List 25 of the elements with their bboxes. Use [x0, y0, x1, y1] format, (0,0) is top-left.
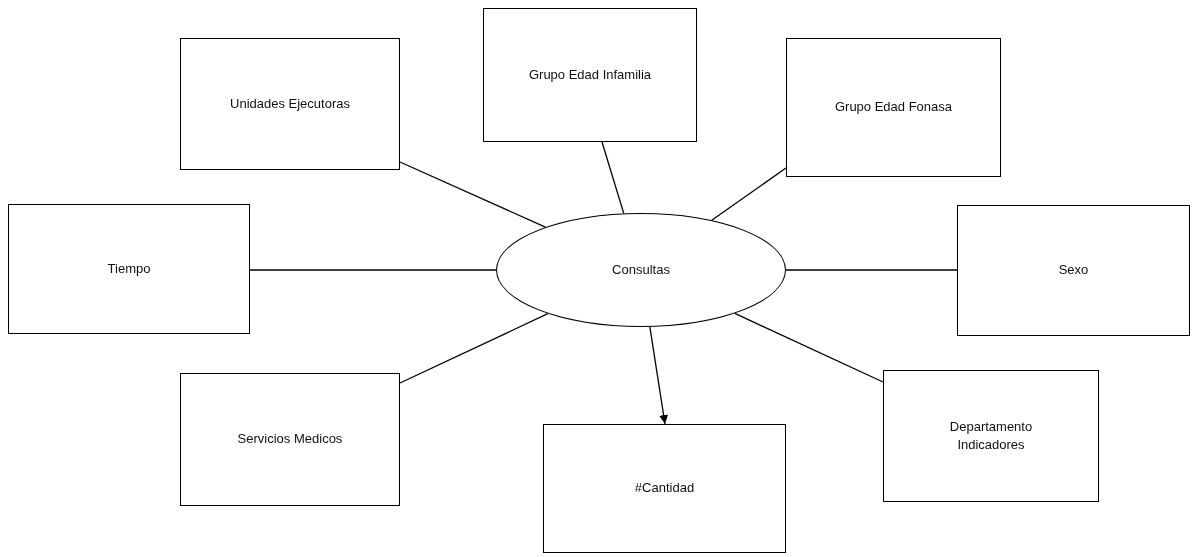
connector-line — [785, 269, 958, 271]
entity-box — [543, 424, 786, 553]
arrow — [649, 326, 669, 425]
entity-box — [957, 205, 1190, 336]
node-label: Unidades Ejecutoras — [230, 94, 350, 113]
connector-line — [249, 269, 497, 271]
node-label: #Cantidad — [634, 479, 695, 498]
entity-box — [8, 204, 250, 334]
node-label: Servicios Medicos — [237, 430, 343, 449]
connector-line — [711, 167, 787, 221]
node-label: Consultas — [612, 260, 670, 279]
entity-box — [786, 38, 1001, 177]
node-label: Grupo Edad Fonasa — [834, 98, 953, 117]
node-label: Grupo Edad Infamilia — [528, 65, 652, 84]
node-label: Sexo — [1058, 261, 1089, 280]
entity-box — [483, 8, 697, 142]
connector-line — [399, 313, 549, 384]
entity-box — [883, 370, 1099, 502]
entity-box — [180, 373, 400, 506]
entity-box — [180, 38, 400, 170]
node-label: Tiempo — [107, 259, 151, 278]
connector-line — [734, 312, 884, 383]
connector-line — [399, 161, 547, 228]
node-label: Departamento Indicadores — [948, 417, 1034, 454]
connector-line — [601, 141, 625, 215]
